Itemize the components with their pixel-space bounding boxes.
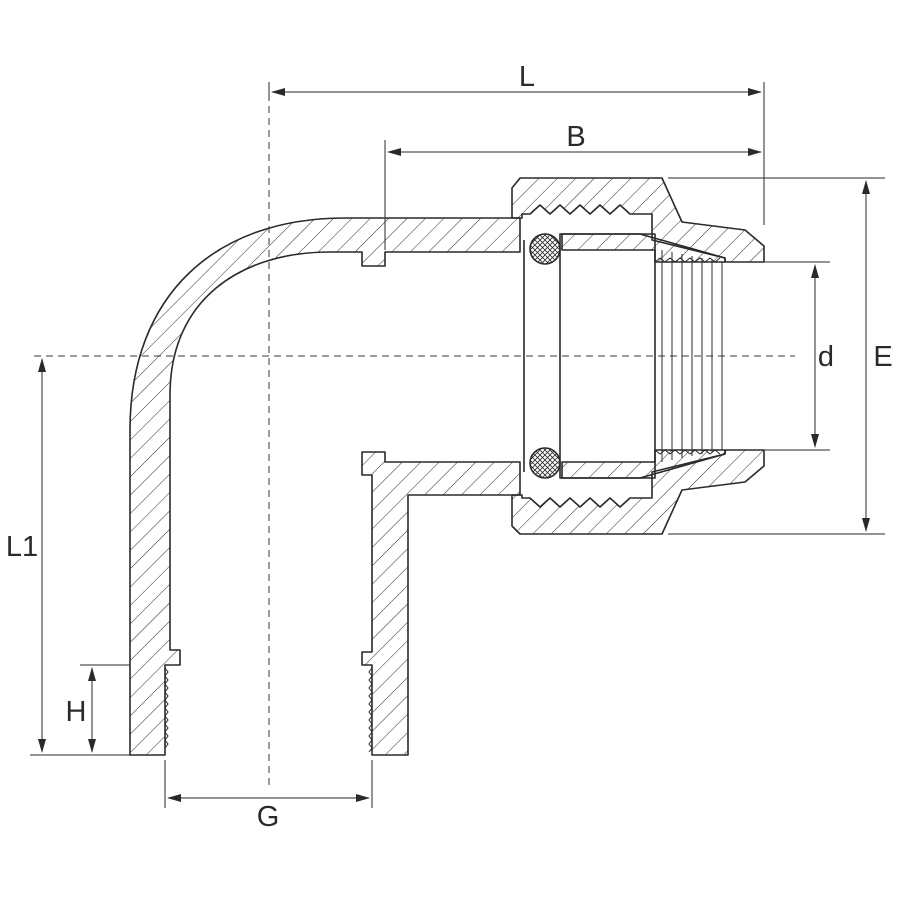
port-thread-right <box>368 667 373 753</box>
dim-label-d: d <box>818 341 834 373</box>
dim-label-E: E <box>873 341 892 373</box>
o-ring-bottom <box>529 447 561 479</box>
compression-nut-top <box>511 177 765 263</box>
grip-ring-teeth <box>654 250 723 462</box>
compression-nut-bottom <box>511 449 765 535</box>
dim-label-L: L <box>519 61 535 93</box>
dim-label-L1: L1 <box>6 531 38 563</box>
o-ring-top <box>529 233 561 265</box>
port-thread-left <box>164 667 169 749</box>
elbow-outer-wall <box>129 217 521 756</box>
dim-label-G: G <box>257 801 280 833</box>
grip-ring-top <box>561 233 726 263</box>
elbow-inner-wall <box>361 451 521 756</box>
extension-lines <box>30 82 885 808</box>
grip-ring-bottom <box>561 449 726 479</box>
dim-label-B: B <box>566 121 585 153</box>
nut-bore-sleeve <box>559 233 656 479</box>
dim-label-H: H <box>66 696 87 728</box>
